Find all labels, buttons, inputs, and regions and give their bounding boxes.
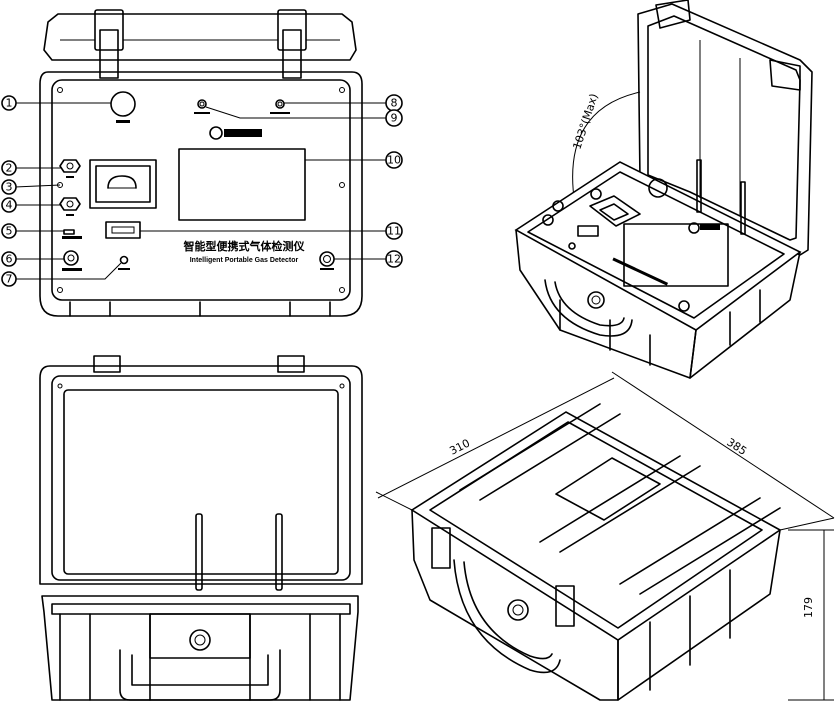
svg-text:6: 6 xyxy=(6,253,13,266)
callout-2: 2 xyxy=(1,160,17,176)
svg-text:9: 9 xyxy=(391,112,398,125)
panel-title-en: Intelligent Portable Gas Detector xyxy=(190,257,299,264)
open-front-view xyxy=(39,355,363,701)
callout-4: 4 xyxy=(1,197,17,213)
callout-12: 12 xyxy=(385,250,403,268)
callout-1: 1 xyxy=(1,95,17,111)
svg-text:1: 1 xyxy=(6,97,13,110)
dimension-depth: 310 xyxy=(447,437,472,458)
svg-text:10: 10 xyxy=(387,154,401,167)
svg-text:3: 3 xyxy=(6,181,13,194)
callout-11: 11 xyxy=(385,222,403,240)
open-isometric-view: 103°(Max) xyxy=(514,0,813,379)
svg-text:11: 11 xyxy=(387,225,401,238)
closed-isometric-view: 310 385 179 xyxy=(375,371,835,701)
callout-3: 3 xyxy=(1,179,17,195)
callout-10: 10 xyxy=(385,151,403,169)
svg-text:5: 5 xyxy=(6,225,13,238)
dimension-height: 179 xyxy=(802,597,815,618)
callout-5: 5 xyxy=(1,223,17,239)
callout-7: 7 xyxy=(1,271,17,287)
opening-angle-label: 103°(Max) xyxy=(570,92,600,151)
front-panel-view: 智能型便携式气体检测仪 Intelligent Portable Gas Det… xyxy=(1,9,403,317)
callout-9: 9 xyxy=(385,109,403,127)
svg-text:4: 4 xyxy=(6,199,13,212)
svg-text:2: 2 xyxy=(6,162,13,175)
callout-6: 6 xyxy=(1,251,17,267)
panel-title-cn: 智能型便携式气体检测仪 xyxy=(184,239,306,253)
svg-text:12: 12 xyxy=(387,253,401,266)
callout-8: 8 xyxy=(385,94,403,112)
svg-text:8: 8 xyxy=(391,97,398,110)
svg-text:7: 7 xyxy=(6,273,13,286)
